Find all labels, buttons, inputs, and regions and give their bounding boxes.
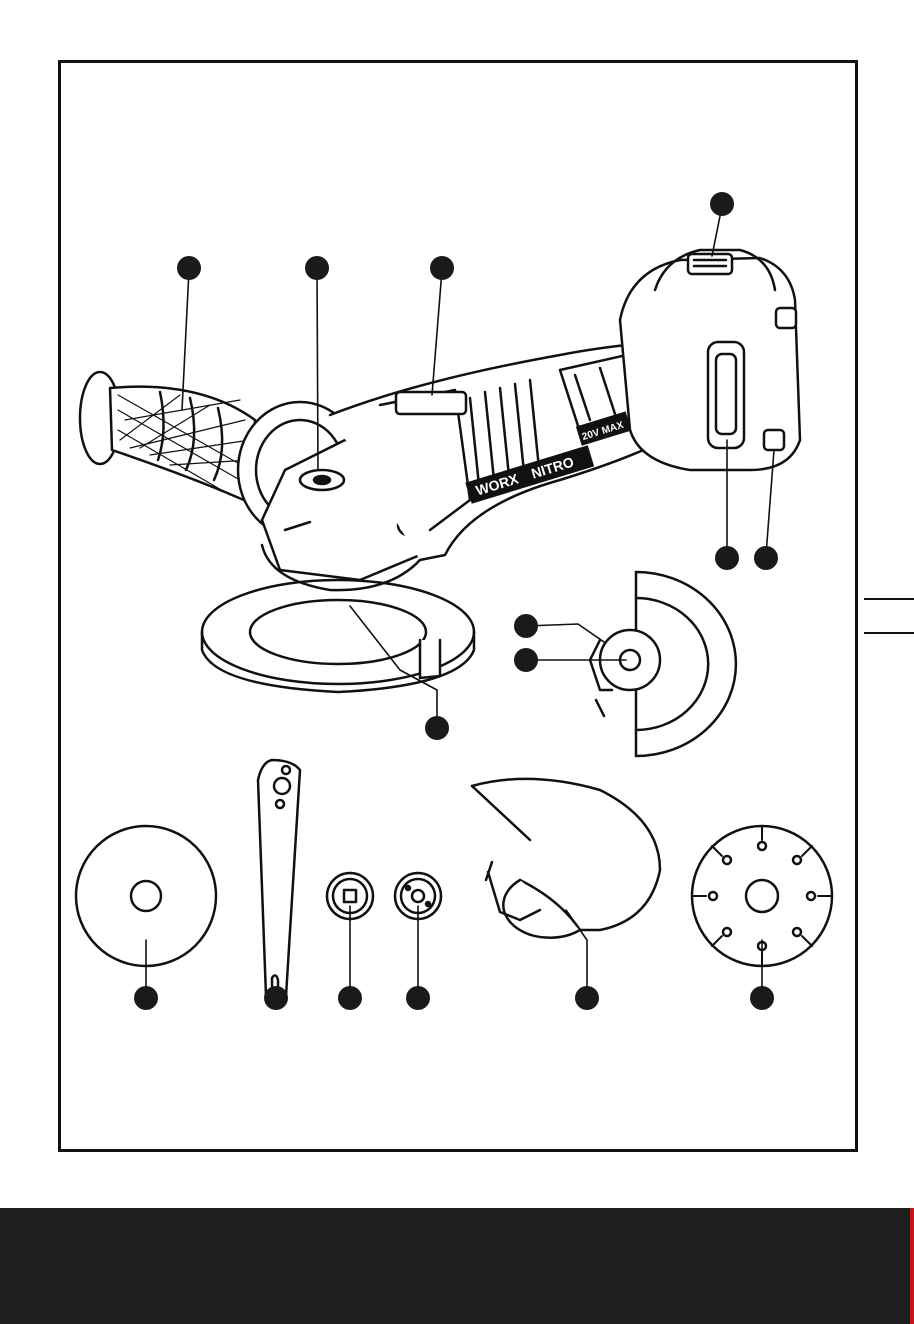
callout-7 [514, 614, 538, 638]
callout-13 [406, 986, 430, 1010]
side-tab-lines [864, 598, 914, 634]
spanner [258, 760, 300, 1003]
callout-15 [750, 986, 774, 1010]
callout-4 [710, 192, 734, 216]
detached-guard-right [590, 572, 736, 756]
footer-bar [0, 1208, 914, 1324]
battery-release-button [708, 342, 744, 448]
callout-8 [514, 648, 538, 672]
callout-10 [134, 986, 158, 1010]
cutting-guard [472, 779, 660, 938]
power-switch [396, 392, 466, 414]
callout-12 [338, 986, 362, 1010]
charge-indicator [688, 254, 732, 274]
battery-pack [620, 250, 800, 470]
callout-14 [575, 986, 599, 1010]
callout-2 [305, 256, 329, 280]
callout-6 [754, 546, 778, 570]
callout-11 [264, 986, 288, 1010]
callout-5 [715, 546, 739, 570]
callout-9 [425, 716, 449, 740]
footer-accent [910, 1208, 914, 1324]
side-handle [80, 372, 255, 505]
callout-1 [177, 256, 201, 280]
callout-3 [430, 256, 454, 280]
wheel-guard [202, 580, 474, 692]
parts-diagram: WORX NITRO 20V MAX [0, 0, 914, 1200]
